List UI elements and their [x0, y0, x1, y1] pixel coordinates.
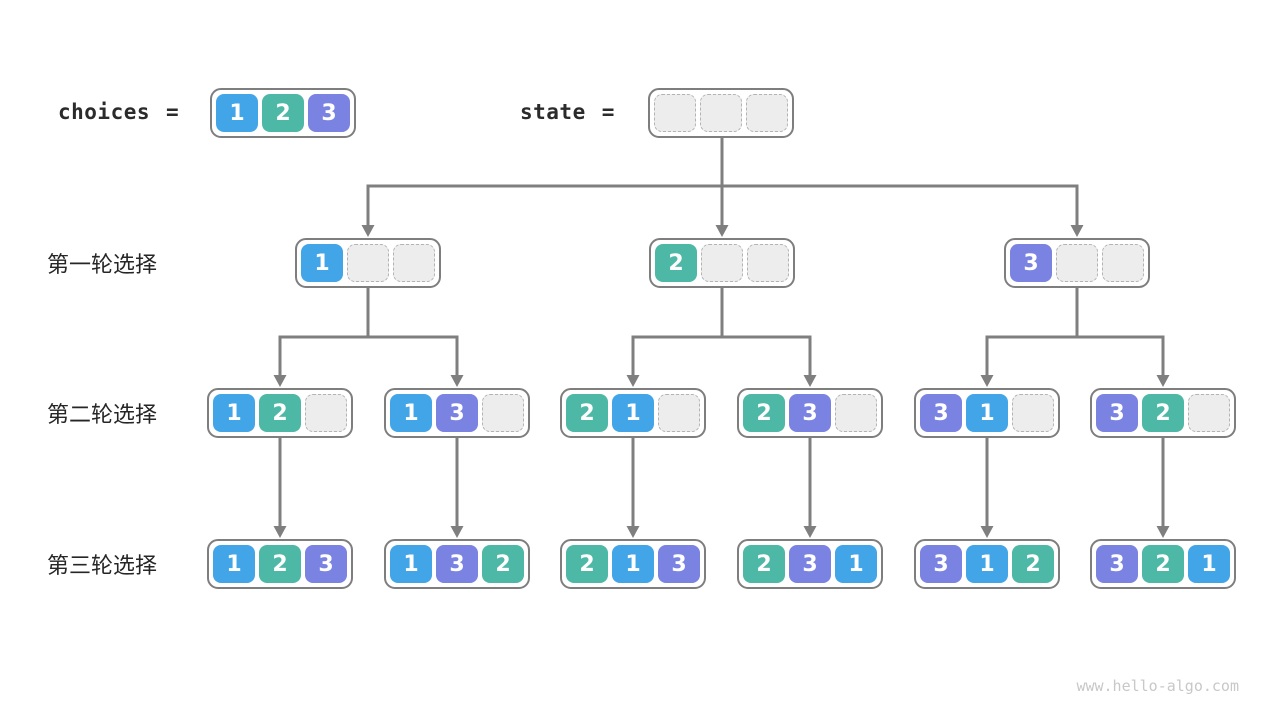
state-array	[648, 88, 794, 138]
cell-3: 3	[920, 394, 962, 432]
cell-2: 2	[743, 545, 785, 583]
row-label-round-1: 第一轮选择	[47, 252, 158, 277]
cell-2: 2	[259, 394, 301, 432]
cell-1: 1	[966, 545, 1008, 583]
choices-label-text: choices	[58, 100, 151, 124]
cell-3: 3	[305, 545, 347, 583]
cell-empty	[654, 94, 696, 132]
cell-empty	[658, 394, 700, 432]
cell-empty	[482, 394, 524, 432]
cell-3: 3	[1010, 244, 1052, 282]
cell-1: 1	[301, 244, 343, 282]
cell-3: 3	[308, 94, 350, 132]
state-label-text: state	[520, 100, 586, 124]
cell-empty	[1056, 244, 1098, 282]
cell-empty	[700, 94, 742, 132]
row-label-round-3: 第三轮选择	[47, 553, 158, 578]
cell-1: 1	[216, 94, 258, 132]
cell-3: 3	[436, 545, 478, 583]
choices-label: choices =	[58, 88, 179, 136]
cell-3: 3	[920, 545, 962, 583]
cell-3: 3	[658, 545, 700, 583]
choices-equals-sign: =	[166, 100, 180, 124]
cell-1: 1	[390, 545, 432, 583]
cell-1: 1	[612, 394, 654, 432]
watermark: www.hello-algo.com	[1076, 677, 1239, 695]
state-equals-sign: =	[601, 100, 615, 124]
cell-empty	[347, 244, 389, 282]
state-node-r1-0: 1	[295, 238, 441, 288]
cell-empty	[1102, 244, 1144, 282]
cell-2: 2	[566, 394, 608, 432]
cell-3: 3	[789, 394, 831, 432]
cell-1: 1	[612, 545, 654, 583]
cell-empty	[835, 394, 877, 432]
cell-empty	[1188, 394, 1230, 432]
cell-1: 1	[213, 545, 255, 583]
cell-2: 2	[259, 545, 301, 583]
cell-3: 3	[1096, 545, 1138, 583]
cell-1: 1	[390, 394, 432, 432]
cell-2: 2	[1142, 394, 1184, 432]
cell-2: 2	[743, 394, 785, 432]
state-node-r1-1: 2	[649, 238, 795, 288]
cell-empty	[305, 394, 347, 432]
cell-1: 1	[1188, 545, 1230, 583]
cell-3: 3	[789, 545, 831, 583]
cell-2: 2	[1012, 545, 1054, 583]
cell-empty	[393, 244, 435, 282]
cell-1: 1	[213, 394, 255, 432]
cell-2: 2	[482, 545, 524, 583]
state-node-r1-2: 3	[1004, 238, 1150, 288]
row-label-round-2: 第二轮选择	[47, 402, 158, 427]
cell-3: 3	[436, 394, 478, 432]
cell-3: 3	[1096, 394, 1138, 432]
cell-empty	[746, 94, 788, 132]
cell-2: 2	[566, 545, 608, 583]
state-label: state =	[520, 88, 615, 136]
cell-2: 2	[655, 244, 697, 282]
cell-1: 1	[966, 394, 1008, 432]
cell-empty	[747, 244, 789, 282]
cell-1: 1	[835, 545, 877, 583]
cell-2: 2	[262, 94, 304, 132]
cell-empty	[701, 244, 743, 282]
cell-2: 2	[1142, 545, 1184, 583]
cell-empty	[1012, 394, 1054, 432]
